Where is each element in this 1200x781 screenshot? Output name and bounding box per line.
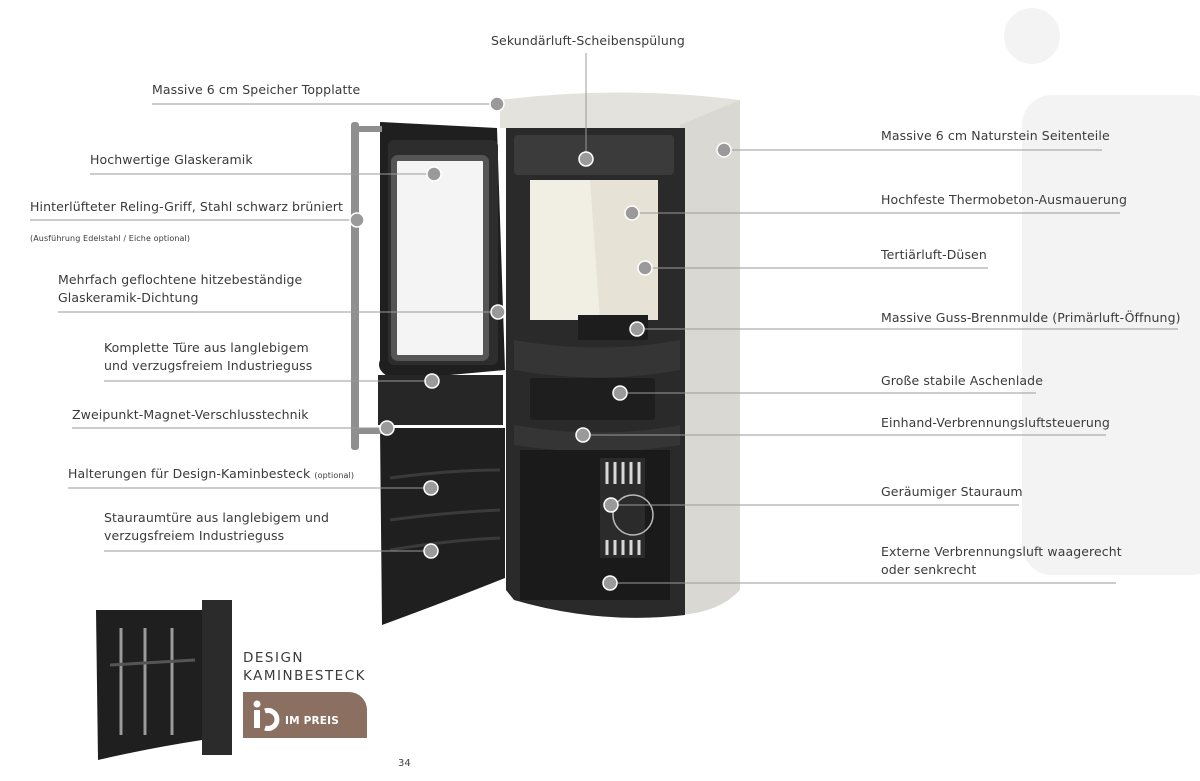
stone-side-panel xyxy=(680,100,740,615)
callout-dot xyxy=(575,427,591,443)
price-included-badge: IM PREIS INKLUSIVE xyxy=(243,692,367,753)
label-holder: Halterungen für Design-Kaminbesteck (opt… xyxy=(68,466,355,481)
design-title-line1: DESIGN xyxy=(243,650,305,666)
label-holder-note: (optional) xyxy=(314,471,355,480)
callout-dot xyxy=(423,480,439,496)
storage-compartment xyxy=(520,450,670,600)
callout-dot xyxy=(624,205,640,221)
design-title-line2: KAMINBESTECK xyxy=(243,668,366,684)
label-seal-line1: Mehrfach geflochtene hitzebeständige xyxy=(58,272,303,287)
label-ash-drawer: Große stabile Aschenlade xyxy=(881,373,1043,388)
callout-dot xyxy=(716,142,732,158)
callout-dot xyxy=(490,304,506,320)
label-storage: Geräumiger Stauraum xyxy=(881,484,1023,499)
callout-dot xyxy=(489,96,505,112)
callout-dot xyxy=(379,420,395,436)
label-handle: Hinterlüfteter Reling-Griff, Stahl schwa… xyxy=(30,199,343,214)
brand-logo-icon xyxy=(253,700,280,731)
callout-dot xyxy=(349,212,365,228)
brand-watermark xyxy=(1004,8,1200,575)
callout-dot xyxy=(612,385,628,401)
label-seal-line2: Glaskeramik-Dichtung xyxy=(58,290,199,305)
callout-dot xyxy=(423,543,439,559)
badge-line1: IM PREIS xyxy=(285,715,340,727)
callout-dot xyxy=(426,166,442,182)
label-lining: Hochfeste Thermobeton-Ausmauerung xyxy=(881,192,1127,207)
callout-dot xyxy=(424,373,440,389)
label-secondary-air: Sekundärluft-Scheibenspülung xyxy=(491,33,685,48)
label-burn-trough: Massive Guss-Brennmulde (Primärluft-Öffn… xyxy=(881,310,1181,325)
label-storage-door-line2: verzugsfreiem Industrieguss xyxy=(104,528,285,543)
callout-dot xyxy=(603,497,619,513)
page-number: 34 xyxy=(398,758,411,769)
callout-dot xyxy=(578,151,594,167)
callout-dot xyxy=(602,575,618,591)
storage-door xyxy=(380,428,505,625)
label-storage-door-line1: Stauraumtüre aus langlebigem und xyxy=(104,510,330,525)
label-door-line2: und verzugsfreiem Industrieguss xyxy=(104,358,313,373)
label-top-plate: Massive 6 cm Speicher Topplatte xyxy=(152,82,361,97)
label-side-parts: Massive 6 cm Naturstein Seitenteile xyxy=(881,128,1110,143)
callout-dot xyxy=(629,321,645,337)
door-handle xyxy=(351,122,359,450)
toolset-door-image xyxy=(96,600,232,760)
badge-line2: INKLUSIVE xyxy=(285,741,350,753)
ash-drawer xyxy=(530,378,655,420)
label-external-air-line2: oder senkrecht xyxy=(881,562,977,577)
door-glass xyxy=(391,155,489,361)
stove-top-plate xyxy=(500,92,740,128)
label-magnet-lock: Zweipunkt-Magnet-Verschlusstechnik xyxy=(72,407,309,422)
label-handle-note: (Ausführung Edelstahl / Eiche optional) xyxy=(30,234,191,243)
label-air-control: Einhand-Verbrennungsluftsteuerung xyxy=(881,415,1110,430)
design-title: DESIGN KAMINBESTECK xyxy=(243,649,366,685)
label-tertiary-air: Tertiärluft-Düsen xyxy=(881,247,987,262)
label-external-air-line1: Externe Verbrennungsluft waagerecht xyxy=(881,544,1122,559)
label-glass-ceramic: Hochwertige Glaskeramik xyxy=(90,152,253,167)
callout-dot xyxy=(637,260,653,276)
label-door-line1: Komplette Türe aus langlebigem xyxy=(104,340,309,355)
